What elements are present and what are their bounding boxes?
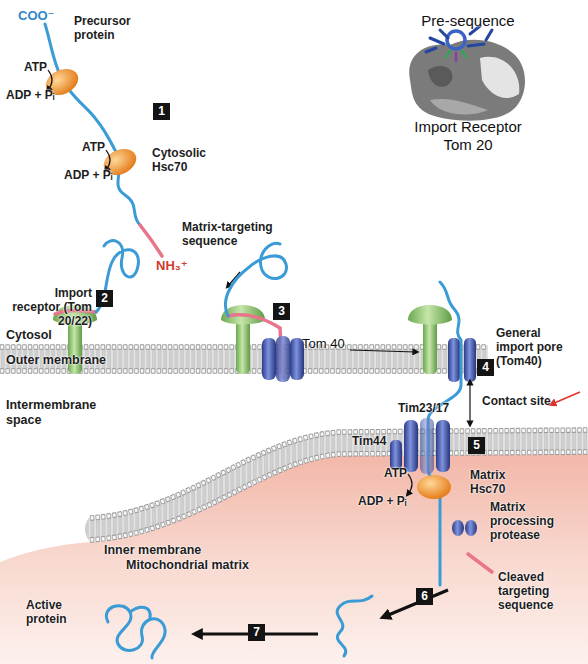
tom20-structure-part: [426, 26, 492, 52]
text-label: ATP: [384, 466, 407, 480]
callout-text: 7: [253, 625, 260, 639]
pointer-arrow: [350, 350, 416, 352]
tom20-structure: [409, 26, 525, 121]
inner-membrane: [85, 428, 588, 542]
tom40-pore-part: [464, 338, 476, 382]
text-label: Import receptor (Tom 20/22): [10, 286, 92, 328]
tom20-22-receptor-part: [408, 305, 452, 325]
unfolded-protein: [337, 596, 372, 656]
text-label: Import Receptor Tom 20: [410, 118, 526, 153]
text-label: Tim23/17: [398, 401, 449, 415]
callout-number: 2: [96, 290, 113, 307]
hsc70-chaperone: [417, 475, 451, 499]
tom20-structure-part: [428, 66, 452, 87]
text-label: Tim44: [352, 434, 386, 448]
callout-text: 1: [158, 104, 165, 118]
active-protein: [106, 606, 165, 658]
matrix-region: [0, 454, 588, 664]
targeting-sequence: [228, 315, 283, 378]
callout-text: 4: [482, 360, 489, 374]
processing-protease: [452, 520, 477, 536]
text-label: General import pore (Tom40): [496, 326, 572, 368]
atp-arrow: [106, 150, 110, 170]
tom40-pore-part: [262, 338, 276, 380]
processing-protease-part: [465, 520, 477, 536]
text-label: Inner membrane: [104, 543, 201, 558]
precursor-chain: [96, 241, 138, 312]
tom20-structure-part: [455, 52, 458, 62]
text-label: Mitochondrial matrix: [126, 558, 249, 573]
callout-number: 7: [248, 624, 265, 641]
tom20-structure-part: [480, 57, 519, 98]
tom20-structure-part: [430, 99, 488, 115]
inner-membrane-part: [85, 428, 588, 542]
text-label: Matrix-targeting sequence: [182, 220, 282, 248]
callout-text: 3: [278, 304, 285, 318]
tom20-structure-part: [447, 31, 465, 49]
tim23-17-complex: [420, 418, 434, 474]
text-label: Contact site: [482, 394, 566, 408]
callout-number: 3: [273, 303, 290, 320]
tim23-17-complex-part: [404, 420, 418, 472]
tom40-pore-part: [290, 338, 304, 380]
text-label: Cleaved targeting sequence: [498, 570, 564, 612]
callout-number: 6: [416, 588, 433, 605]
contact-arrow: [469, 382, 470, 424]
text-label: Active protein: [26, 598, 90, 626]
text-label: Cytosol: [6, 328, 52, 343]
callout-text: 2: [101, 291, 108, 305]
text-label: Intermembrane space: [6, 398, 106, 427]
cleaved-sequence: [468, 554, 492, 572]
atp-arrow: [48, 70, 52, 90]
callout-number: 5: [468, 437, 485, 454]
text-label: ADP + Pᵢ: [358, 494, 407, 508]
highlight-arrow: [552, 392, 580, 404]
callout-text: 5: [473, 438, 480, 452]
callout-number: 4: [477, 359, 494, 376]
callout-text: 6: [421, 589, 428, 603]
processing-protease-part: [452, 520, 464, 536]
atp-arrow: [408, 474, 412, 494]
text-label: NH₃⁺: [156, 258, 188, 273]
tim23-17-complex-part: [390, 440, 402, 470]
text-label: Pre-sequence: [410, 12, 526, 30]
callout-number: 1: [153, 103, 170, 120]
targeting-sequence: [140, 225, 162, 256]
tom40-pore: [276, 336, 290, 382]
text-label: Precursor protein: [74, 14, 138, 42]
precursor-chain: [45, 24, 140, 225]
text-label: Cytosolic Hsc70: [152, 146, 212, 174]
text-label: ADP + Pᵢ: [6, 88, 55, 102]
tom40-pore-part: [448, 338, 460, 382]
text-label: COO⁻: [18, 8, 54, 23]
text-label: ATP: [82, 140, 105, 154]
text-label: ADP + Pᵢ: [64, 168, 113, 182]
tim23-17-complex-part: [436, 420, 450, 472]
text-label: Matrix processing protease: [490, 500, 562, 542]
text-label: Tom 40: [302, 336, 345, 351]
text-label: Outer membrane: [6, 353, 106, 368]
text-label: Matrix Hsc70: [470, 468, 524, 496]
tom20-22-receptor: [408, 305, 452, 374]
text-label: ATP: [24, 60, 47, 74]
